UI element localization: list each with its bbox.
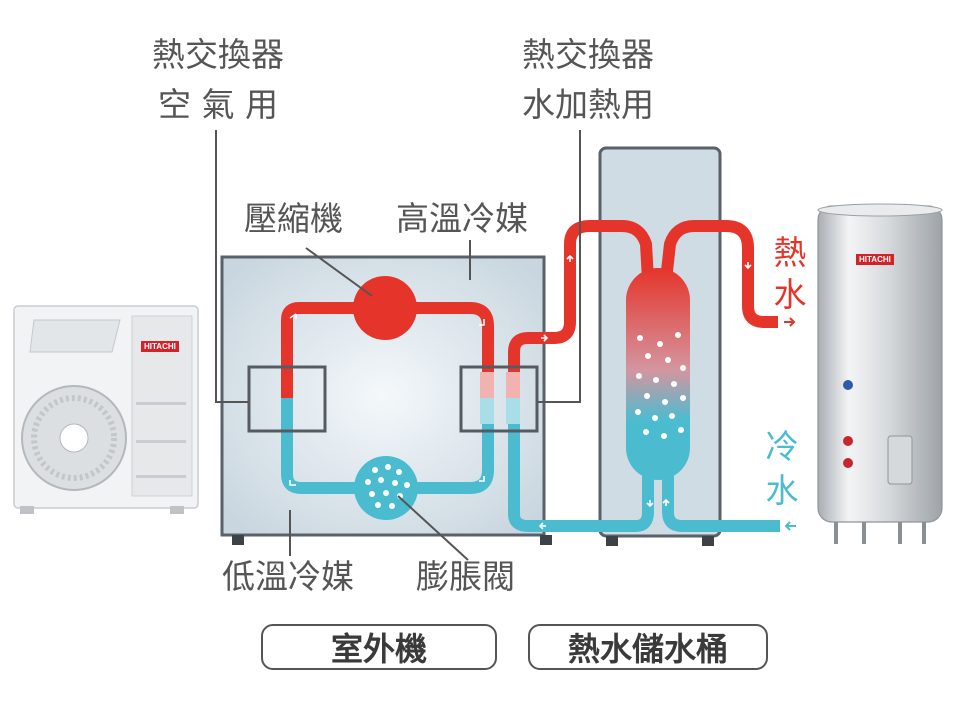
hx-water-label-line2: 水加熱用 <box>522 85 654 124</box>
water-arrows <box>538 254 752 530</box>
tank-brand-logo: HITACHI <box>856 254 894 265</box>
cold-water-inlet-arrow <box>784 521 796 531</box>
storage-tank-image <box>817 203 943 544</box>
compressor-label: 壓縮機 <box>244 199 343 238</box>
air-heat-exchanger-frame <box>247 365 327 433</box>
high-temp-refrigerant-label: 高溫冷媒 <box>396 199 528 238</box>
outdoor-unit-caption: 室外機 <box>261 624 497 670</box>
water-heat-exchanger-frame <box>459 365 539 433</box>
compressor-icon <box>353 276 417 340</box>
water-pipes <box>508 220 780 532</box>
outdoor-unit-image <box>13 305 199 514</box>
hot-water-outlet-arrow <box>784 317 796 327</box>
refrigerant-arrows <box>289 313 485 486</box>
cold-water-label-char2: 水 <box>765 471 799 510</box>
hot-water-tank-caption: 熱水儲水桶 <box>528 624 768 670</box>
expansion-valve-label: 膨脹閥 <box>416 557 515 596</box>
low-temp-refrigerant-label: 低溫冷媒 <box>222 557 354 596</box>
outdoor-brand-logo: HITACHI <box>141 341 179 352</box>
leader-lines <box>215 130 581 561</box>
hx-air-label-line1: 熱交換器 <box>152 35 284 74</box>
hx-air-label-line2: 空 氣 用 <box>158 85 278 124</box>
expansion-valve-icon <box>354 456 418 520</box>
water-heat-exchanger-vessel <box>626 268 690 480</box>
hot-water-label-char1: 熱 <box>773 233 807 272</box>
cold-water-label-char1: 冷 <box>765 427 799 466</box>
hot-water-label-char2: 水 <box>773 275 807 314</box>
hx-water-label-line1: 熱交換器 <box>522 35 654 74</box>
